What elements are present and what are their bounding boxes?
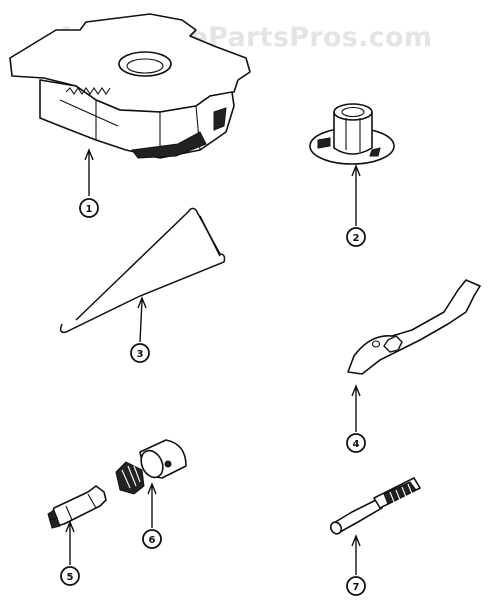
leader-line-5 (65, 520, 75, 565)
leader-line-3 (137, 296, 147, 343)
leader-line-1 (84, 148, 94, 196)
callout-7: 7 (346, 576, 366, 596)
leader-line-6 (147, 482, 157, 528)
socket-adapter-icon (115, 439, 187, 495)
callout-5: 5 (60, 566, 80, 586)
callout-6: 6 (142, 529, 162, 549)
threaded-stud-icon (329, 477, 421, 535)
leader-line-4 (351, 384, 361, 432)
callout-4: 4 (346, 433, 366, 453)
wire-hook-tool-icon (59, 207, 226, 334)
hex-driver-bit-icon (47, 485, 107, 529)
svg-text:6: 6 (149, 535, 156, 546)
flat-wrench-icon (347, 279, 481, 375)
flanged-bushing-icon (309, 103, 395, 165)
shroud-housing-icon (9, 13, 251, 159)
svg-text:7: 7 (353, 582, 360, 593)
callout-3: 3 (130, 343, 150, 363)
callout-1: 1 (79, 198, 99, 218)
callout-2: 2 (346, 227, 366, 247)
leader-line-7 (351, 534, 361, 575)
svg-text:2: 2 (353, 233, 360, 244)
svg-text:4: 4 (353, 439, 360, 450)
svg-text:1: 1 (86, 204, 93, 215)
svg-text:5: 5 (67, 572, 74, 583)
leader-line-2 (351, 164, 361, 226)
svg-text:3: 3 (137, 349, 144, 360)
